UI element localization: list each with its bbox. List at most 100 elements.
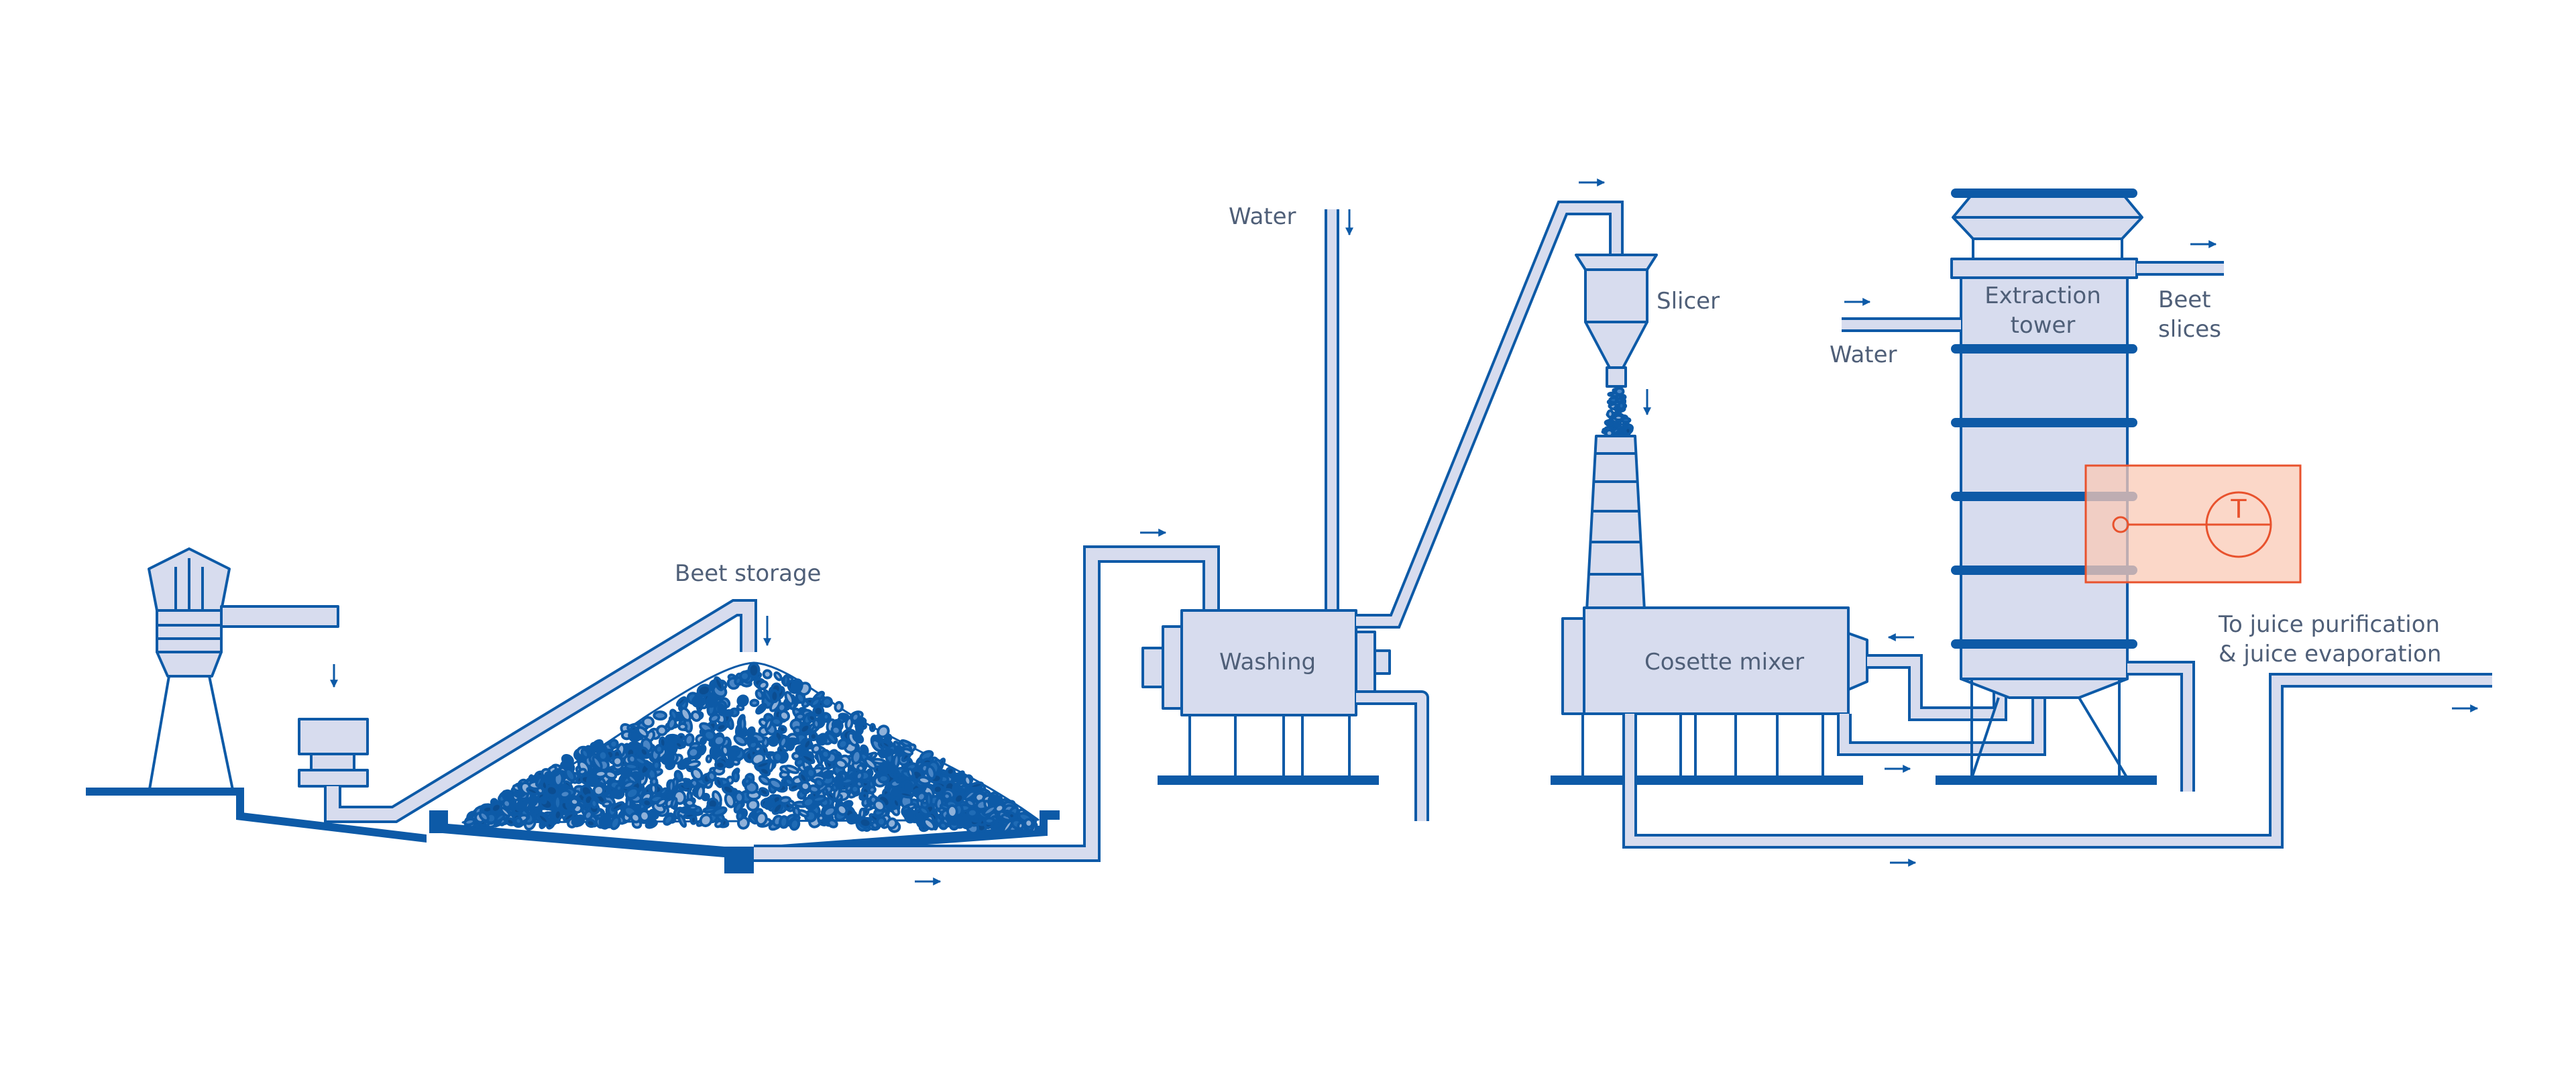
beet-piece: [772, 751, 783, 763]
beet-piece: [898, 790, 914, 799]
beet-piece: [553, 794, 563, 810]
beet-piece: [580, 748, 590, 759]
beet-piece: [733, 734, 748, 747]
beet-piece: [812, 718, 821, 729]
beet-piece: [645, 819, 658, 829]
beet-piece: [537, 813, 550, 825]
beet-piece: [822, 712, 831, 722]
beet-piece: [686, 759, 701, 769]
beet-piece: [814, 777, 825, 788]
temperature-symbol: T: [2230, 494, 2247, 524]
beet-piece: [834, 701, 844, 713]
beet-piece: [663, 814, 674, 826]
beet-piece: [590, 739, 604, 753]
beet-piece: [764, 718, 773, 731]
beet-piece: [925, 792, 933, 807]
hopper-tower-legs: [148, 676, 235, 794]
beet-piece: [683, 777, 691, 789]
beet-piece: [802, 738, 813, 751]
beet-piece: [983, 804, 997, 816]
beet-piece: [873, 799, 886, 812]
beet-piece: [526, 786, 539, 796]
beet-pile: [461, 661, 1040, 835]
beet-piece: [683, 733, 695, 747]
beet-piece: [632, 771, 645, 780]
beet-piece: [850, 784, 860, 794]
beet-piece: [667, 779, 675, 793]
beet-piece: [891, 797, 901, 809]
label-extraction-tower-2: tower: [2011, 312, 2076, 339]
beet-piece: [794, 712, 805, 721]
beet-piece: [641, 716, 655, 729]
beet-piece: [768, 777, 783, 790]
beet-piece: [799, 722, 811, 735]
beet-piece: [624, 786, 640, 800]
beet-piece: [743, 777, 752, 786]
beet-slice: [1615, 429, 1628, 437]
beet-piece: [656, 724, 668, 737]
beet-piece: [827, 818, 838, 828]
beet-piece: [795, 692, 806, 704]
beet-piece: [687, 804, 698, 812]
beet-feeder: [298, 718, 369, 788]
washing-to-slicer-pipe: [1356, 201, 1624, 629]
beet-piece: [714, 777, 724, 788]
beet-piece: [932, 784, 944, 795]
mixer-legs: [1581, 714, 1824, 778]
beet-piece: [755, 760, 771, 770]
beet-piece: [755, 702, 767, 715]
beet-piece: [677, 814, 687, 828]
beet-piece: [1017, 821, 1025, 830]
beet-piece: [757, 680, 769, 690]
beet-piece: [1007, 811, 1016, 820]
beet-piece: [746, 798, 760, 812]
beet-slice: [1614, 397, 1625, 404]
beet-piece: [969, 781, 985, 790]
beet-piece: [762, 669, 773, 680]
beet-piece: [749, 698, 760, 708]
beet-piece: [816, 814, 826, 822]
beet-piece: [881, 740, 891, 749]
beet-piece: [590, 798, 599, 809]
beet-piece: [864, 757, 877, 770]
beet-piece: [577, 767, 587, 776]
beet-piece: [697, 744, 707, 756]
beet-piece: [869, 722, 877, 733]
beet-piece: [738, 716, 746, 732]
beet-piece: [717, 703, 726, 716]
beet-piece: [769, 689, 780, 704]
beet-piece: [789, 782, 800, 792]
beet-piece: [983, 816, 995, 825]
beet-piece: [852, 732, 864, 744]
label-water-top: Water: [1229, 203, 1296, 230]
tower-legs: [1970, 679, 2129, 780]
beet-piece: [787, 800, 795, 807]
beet-piece: [708, 713, 720, 724]
beet-piece: [490, 802, 503, 814]
beet-piece: [826, 731, 838, 745]
beet-piece: [834, 775, 842, 789]
beet-piece: [797, 809, 809, 818]
beet-piece: [592, 755, 603, 770]
beet-piece: [543, 771, 553, 784]
beet-piece: [702, 806, 717, 814]
label-beet-slices-2: slices: [2158, 316, 2221, 343]
beet-piece: [926, 765, 936, 780]
ground-left: [86, 788, 427, 843]
beet-piece: [785, 738, 795, 751]
washing-drum: [1141, 609, 1391, 716]
beet-piece: [705, 754, 713, 763]
beet-piece: [773, 671, 783, 682]
beet-piece: [638, 746, 649, 758]
beet-piece: [779, 735, 788, 749]
beet-piece: [690, 710, 702, 722]
washing-base: [1158, 775, 1379, 785]
label-water-right: Water: [1830, 341, 1897, 368]
beet-piece: [834, 758, 848, 769]
beet-piece: [727, 746, 737, 761]
beet-piece: [714, 759, 726, 771]
beet-piece: [954, 814, 965, 826]
beet-piece: [695, 785, 706, 800]
beet-piece: [669, 708, 679, 721]
beet-slice: [1606, 409, 1614, 419]
